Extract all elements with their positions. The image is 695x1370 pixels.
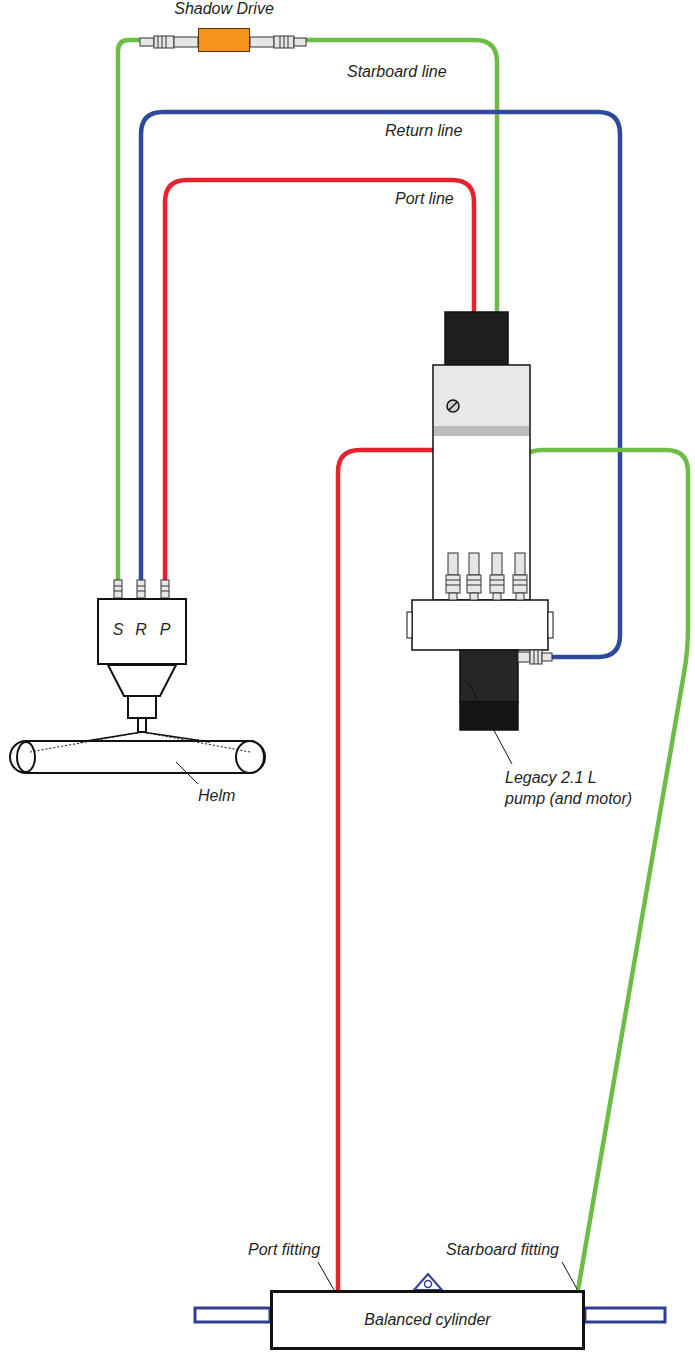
drawing-part bbox=[158, 36, 159, 48]
drawing-part bbox=[80, 732, 210, 742]
line-label: Port line bbox=[393, 189, 456, 208]
hydraulic-line bbox=[520, 450, 688, 1290]
drawing-part bbox=[460, 702, 518, 730]
drawing-part bbox=[10, 741, 265, 773]
drawing-part bbox=[128, 696, 156, 718]
hydraulic-line bbox=[141, 112, 620, 657]
drawing-part bbox=[30, 732, 250, 752]
drawing-part bbox=[154, 36, 174, 48]
drawing-part bbox=[434, 366, 529, 426]
drawing-part bbox=[530, 650, 542, 664]
drawing-part bbox=[493, 593, 501, 600]
node-label: Legacy 2.1 L pump (and motor) bbox=[505, 768, 639, 810]
drawing-part bbox=[548, 612, 553, 638]
line-label: Starboard line bbox=[345, 62, 449, 81]
helm-wheel bbox=[10, 665, 265, 773]
drawing-part bbox=[161, 580, 169, 598]
drawing-part bbox=[446, 575, 460, 593]
drawing-part bbox=[114, 591, 122, 592]
drawing-part bbox=[236, 741, 264, 773]
helm-fittings bbox=[114, 580, 169, 598]
fitting-label: Starboard fitting bbox=[444, 1240, 561, 1259]
pump-fittings bbox=[446, 553, 552, 664]
drawing-part bbox=[585, 1308, 665, 1322]
drawing-part bbox=[515, 553, 525, 575]
drawing-part bbox=[518, 652, 530, 662]
drawing-part bbox=[114, 586, 122, 587]
helm-leader bbox=[176, 762, 198, 784]
drawing-part bbox=[174, 37, 198, 47]
shadow-drive: Shadow Drive bbox=[198, 28, 250, 52]
helm-head: SRP bbox=[97, 598, 187, 665]
drawing-part bbox=[490, 575, 504, 593]
drawing-part bbox=[162, 36, 163, 48]
drawing-part bbox=[447, 400, 459, 412]
drawing-part bbox=[534, 650, 538, 664]
drawing-part bbox=[137, 586, 145, 587]
drawing-part bbox=[516, 593, 524, 600]
starboard-fitting-leader bbox=[562, 1262, 577, 1289]
hydraulic-line bbox=[118, 40, 140, 598]
node-label: Balanced cylinder bbox=[364, 1310, 490, 1331]
drawing-part bbox=[449, 402, 457, 410]
drawing-part bbox=[137, 580, 145, 598]
drawing-part bbox=[108, 665, 176, 696]
drawing-part bbox=[425, 1281, 432, 1288]
drawing-part bbox=[414, 1274, 442, 1290]
drawing-part bbox=[467, 575, 481, 593]
drawing-part bbox=[407, 612, 412, 638]
drawing-part bbox=[137, 591, 145, 592]
pump: Legacy 2.1 L pump (and motor) bbox=[412, 312, 548, 730]
drawing-part bbox=[492, 553, 502, 575]
drawing-part bbox=[294, 38, 306, 46]
drawing-part bbox=[542, 653, 552, 661]
drawing-part bbox=[469, 553, 479, 575]
drawing-part bbox=[17, 742, 35, 772]
drawing-part bbox=[274, 36, 294, 48]
balanced-cylinder: Balanced cylinder bbox=[270, 1290, 585, 1350]
drawing-part bbox=[195, 1308, 270, 1322]
drawing-part bbox=[161, 591, 169, 592]
drawing-part bbox=[449, 593, 457, 600]
pump-leader bbox=[468, 682, 512, 764]
node-label: S bbox=[113, 620, 124, 641]
drawing-part bbox=[250, 37, 274, 47]
drawing-part bbox=[445, 312, 508, 365]
drawing-part bbox=[513, 575, 527, 593]
drawing-part bbox=[412, 600, 548, 650]
part-label: Helm bbox=[196, 786, 237, 805]
drawing-part bbox=[284, 36, 285, 48]
port-fitting-leader bbox=[318, 1262, 334, 1290]
hydraulic-line bbox=[165, 180, 474, 580]
drawing-part bbox=[434, 426, 529, 436]
node-label: R bbox=[135, 620, 147, 641]
drawing-part bbox=[460, 650, 518, 702]
drawing-part bbox=[161, 586, 169, 587]
drawing-part bbox=[280, 36, 281, 48]
drawing-part bbox=[114, 580, 122, 598]
drawing-part bbox=[446, 580, 527, 585]
fitting-label: Port fitting bbox=[246, 1240, 322, 1259]
node-label: P bbox=[160, 620, 171, 641]
drawing-part bbox=[448, 553, 458, 575]
line-label: Return line bbox=[383, 121, 464, 140]
pump-body bbox=[407, 312, 553, 730]
drawing-part bbox=[166, 36, 167, 48]
node-label: Shadow Drive bbox=[174, 0, 274, 20]
drawing-part bbox=[288, 36, 289, 48]
drawing-part bbox=[138, 718, 146, 732]
drawing-part bbox=[140, 38, 154, 46]
drawing-part bbox=[433, 365, 530, 600]
drawing-part bbox=[470, 593, 478, 600]
